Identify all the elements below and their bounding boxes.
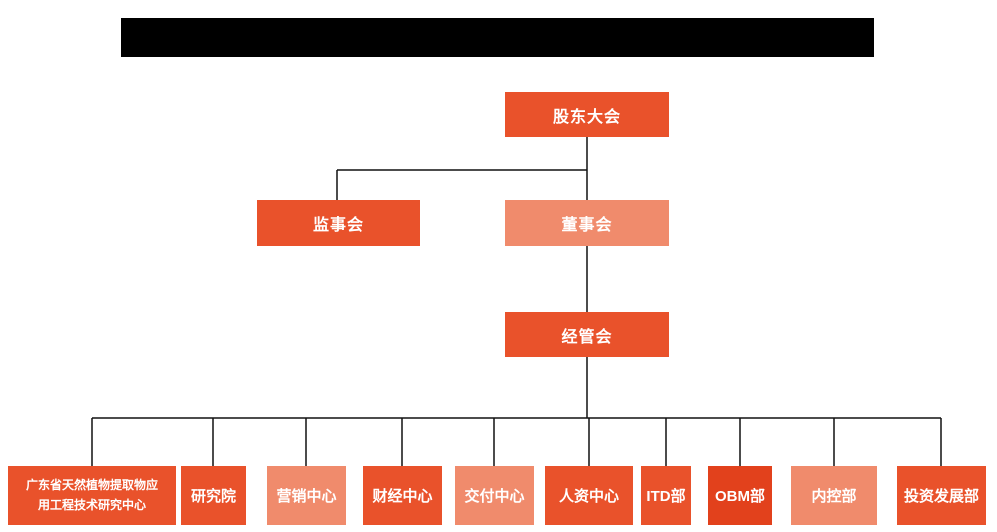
node-dept-research-center: 广东省天然植物提取物应用工程技术研究中心 xyxy=(8,466,176,525)
node-board-of-directors: 董事会 xyxy=(505,200,669,246)
node-dept-itd: ITD部 xyxy=(641,466,691,525)
node-dept-investment-development: 投资发展部 xyxy=(897,466,986,525)
node-dept-delivery-center: 交付中心 xyxy=(455,466,534,525)
node-dept-finance-center: 财经中心 xyxy=(363,466,442,525)
node-dept-marketing-center: 营销中心 xyxy=(267,466,346,525)
node-dept-hr-center: 人资中心 xyxy=(545,466,633,525)
node-management-committee: 经管会 xyxy=(505,312,669,357)
node-supervisory-board: 监事会 xyxy=(257,200,420,246)
node-dept-obm: OBM部 xyxy=(708,466,772,525)
node-shareholders-meeting: 股东大会 xyxy=(505,92,669,137)
redacted-title-bar xyxy=(121,18,874,57)
node-dept-research-institute: 研究院 xyxy=(181,466,246,525)
node-dept-internal-control: 内控部 xyxy=(791,466,877,525)
